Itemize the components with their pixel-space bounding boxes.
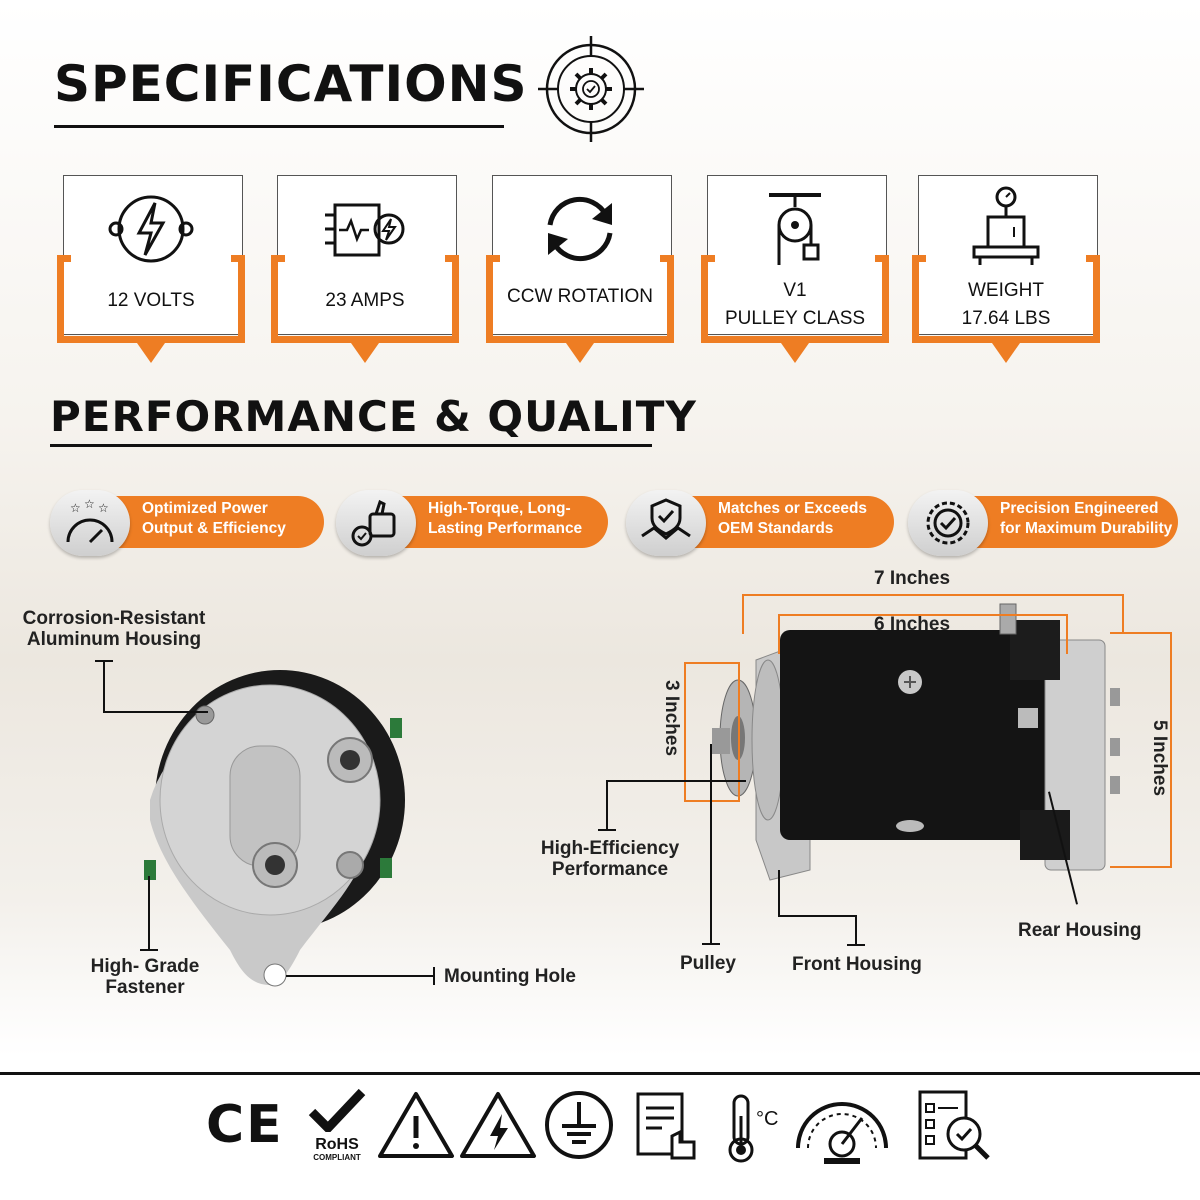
ce-mark-icon: CE — [206, 1095, 284, 1155]
manual-icon — [636, 1092, 696, 1160]
spec-card-weight: WEIGHT 17.64 LBS — [912, 175, 1100, 365]
callout-housing: Corrosion-Resistant Aluminum Housing — [22, 608, 206, 650]
dimension-6-inches: 6 Inches — [874, 614, 951, 635]
footer-divider — [0, 1072, 1200, 1075]
inspection-checklist-icon — [918, 1090, 990, 1160]
ground-icon — [545, 1091, 613, 1159]
spec-label: CCW ROTATION — [507, 286, 653, 307]
spec-label: 23 AMPS — [325, 290, 405, 311]
callout-efficiency: High-Efficiency Performance — [540, 838, 680, 880]
specifications-underline — [54, 125, 504, 128]
callout-pulley: Pulley — [680, 953, 736, 974]
callout-rear-housing: Rear Housing — [1018, 920, 1142, 941]
badge-power-efficiency: ☆ ☆ ☆ Optimized Power Output & Efficienc… — [50, 490, 326, 556]
badge-high-torque: High-Torque, Long- Lasting Performance — [336, 490, 612, 556]
badge-text: Optimized Power Output & Efficiency — [142, 500, 286, 537]
spec-card-pulley: V1 PULLEY CLASS — [701, 175, 889, 365]
pulley-icon — [769, 193, 821, 265]
badge-text: High-Torque, Long- Lasting Performance — [428, 500, 583, 537]
spec-label: WEIGHT — [968, 280, 1044, 301]
gauge-stars-icon: ☆ ☆ ☆ — [66, 497, 114, 544]
callout-front-housing: Front Housing — [792, 954, 922, 975]
dimension-7-inches: 7 Inches — [874, 568, 951, 589]
svg-text:☆: ☆ — [98, 501, 109, 515]
rotation-icon — [547, 196, 613, 262]
spec-label: 12 VOLTS — [107, 290, 195, 311]
target-gear-icon — [538, 36, 644, 142]
callout-mounting-hole: Mounting Hole — [444, 966, 576, 987]
performance-title: PERFORMANCE & QUALITY — [50, 392, 697, 441]
performance-underline — [50, 444, 652, 447]
spec-card-amperage: 23 AMPS — [271, 175, 459, 365]
spec-label: V1 — [783, 280, 807, 301]
gauge-icon — [796, 1102, 888, 1164]
temperature-icon: °C — [716, 1088, 786, 1168]
badge-text: Matches or Exceeds OEM Standards — [718, 500, 868, 537]
spec-card-voltage: 12 VOLTS — [57, 175, 245, 365]
badge-oem-standards: Matches or Exceeds OEM Standards — [626, 490, 898, 556]
spec-label: 17.64 LBS — [961, 308, 1051, 329]
voltage-icon — [108, 195, 194, 263]
generator-rear-view — [144, 670, 405, 987]
dimension-3-inches: 3 Inches — [661, 680, 682, 757]
weight-scale-icon — [972, 186, 1040, 265]
amperage-icon — [325, 203, 405, 257]
callout-fastener: High- Grade Fastener — [90, 956, 200, 998]
svg-text:☆: ☆ — [84, 497, 95, 511]
specifications-title: SPECIFICATIONS — [54, 55, 528, 113]
badge-precision-durability: Precision Engineered for Maximum Durabil… — [908, 490, 1180, 556]
generator-side-view — [712, 603, 1120, 881]
quality-seal-icon — [926, 501, 970, 545]
spec-label: PULLEY CLASS — [724, 308, 866, 329]
warning-icon — [378, 1092, 454, 1158]
badge-text: Precision Engineered for Maximum Durabil… — [1000, 500, 1173, 537]
thumbs-up-icon — [351, 499, 396, 547]
handshake-shield-icon — [641, 498, 691, 540]
rohs-icon: RoHS COMPLIANT — [306, 1088, 368, 1168]
high-voltage-icon — [460, 1092, 536, 1158]
svg-text:☆: ☆ — [70, 501, 81, 515]
spec-card-rotation: CCW ROTATION — [486, 175, 674, 365]
dimension-5-inches: 5 Inches — [1149, 720, 1170, 797]
